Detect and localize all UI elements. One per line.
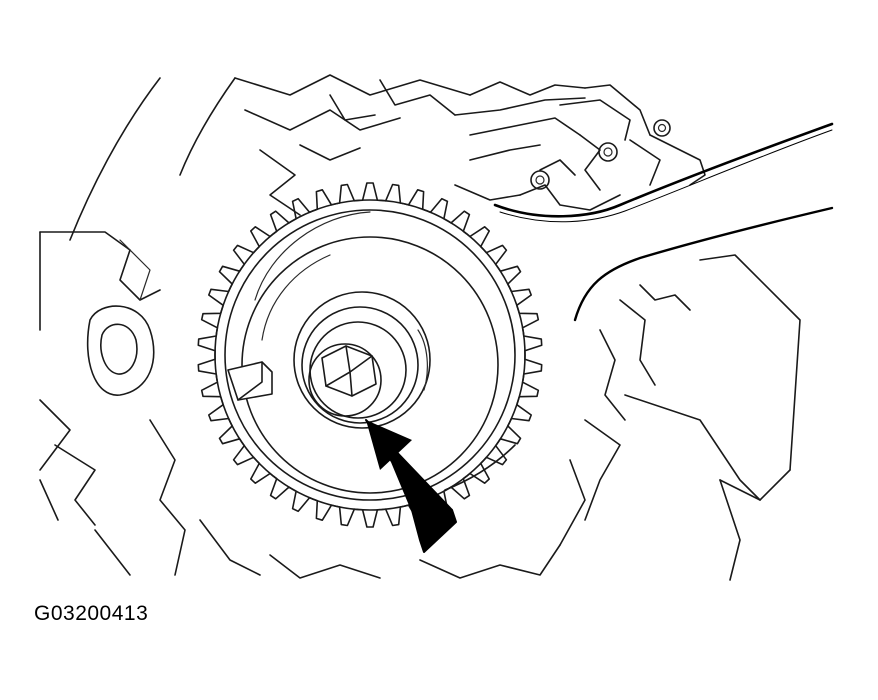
callout-arrow: [365, 419, 457, 553]
timing-mark: [227, 361, 273, 401]
pointer-tool: [493, 122, 834, 322]
engine-block-outline: [39, 74, 801, 581]
gear-bolt: [308, 343, 382, 417]
timing-gear-illustration: [39, 74, 834, 581]
figure-id-label: G03200413: [34, 602, 149, 625]
cover-bolts: [530, 119, 671, 190]
timing-gear: [214, 199, 526, 511]
